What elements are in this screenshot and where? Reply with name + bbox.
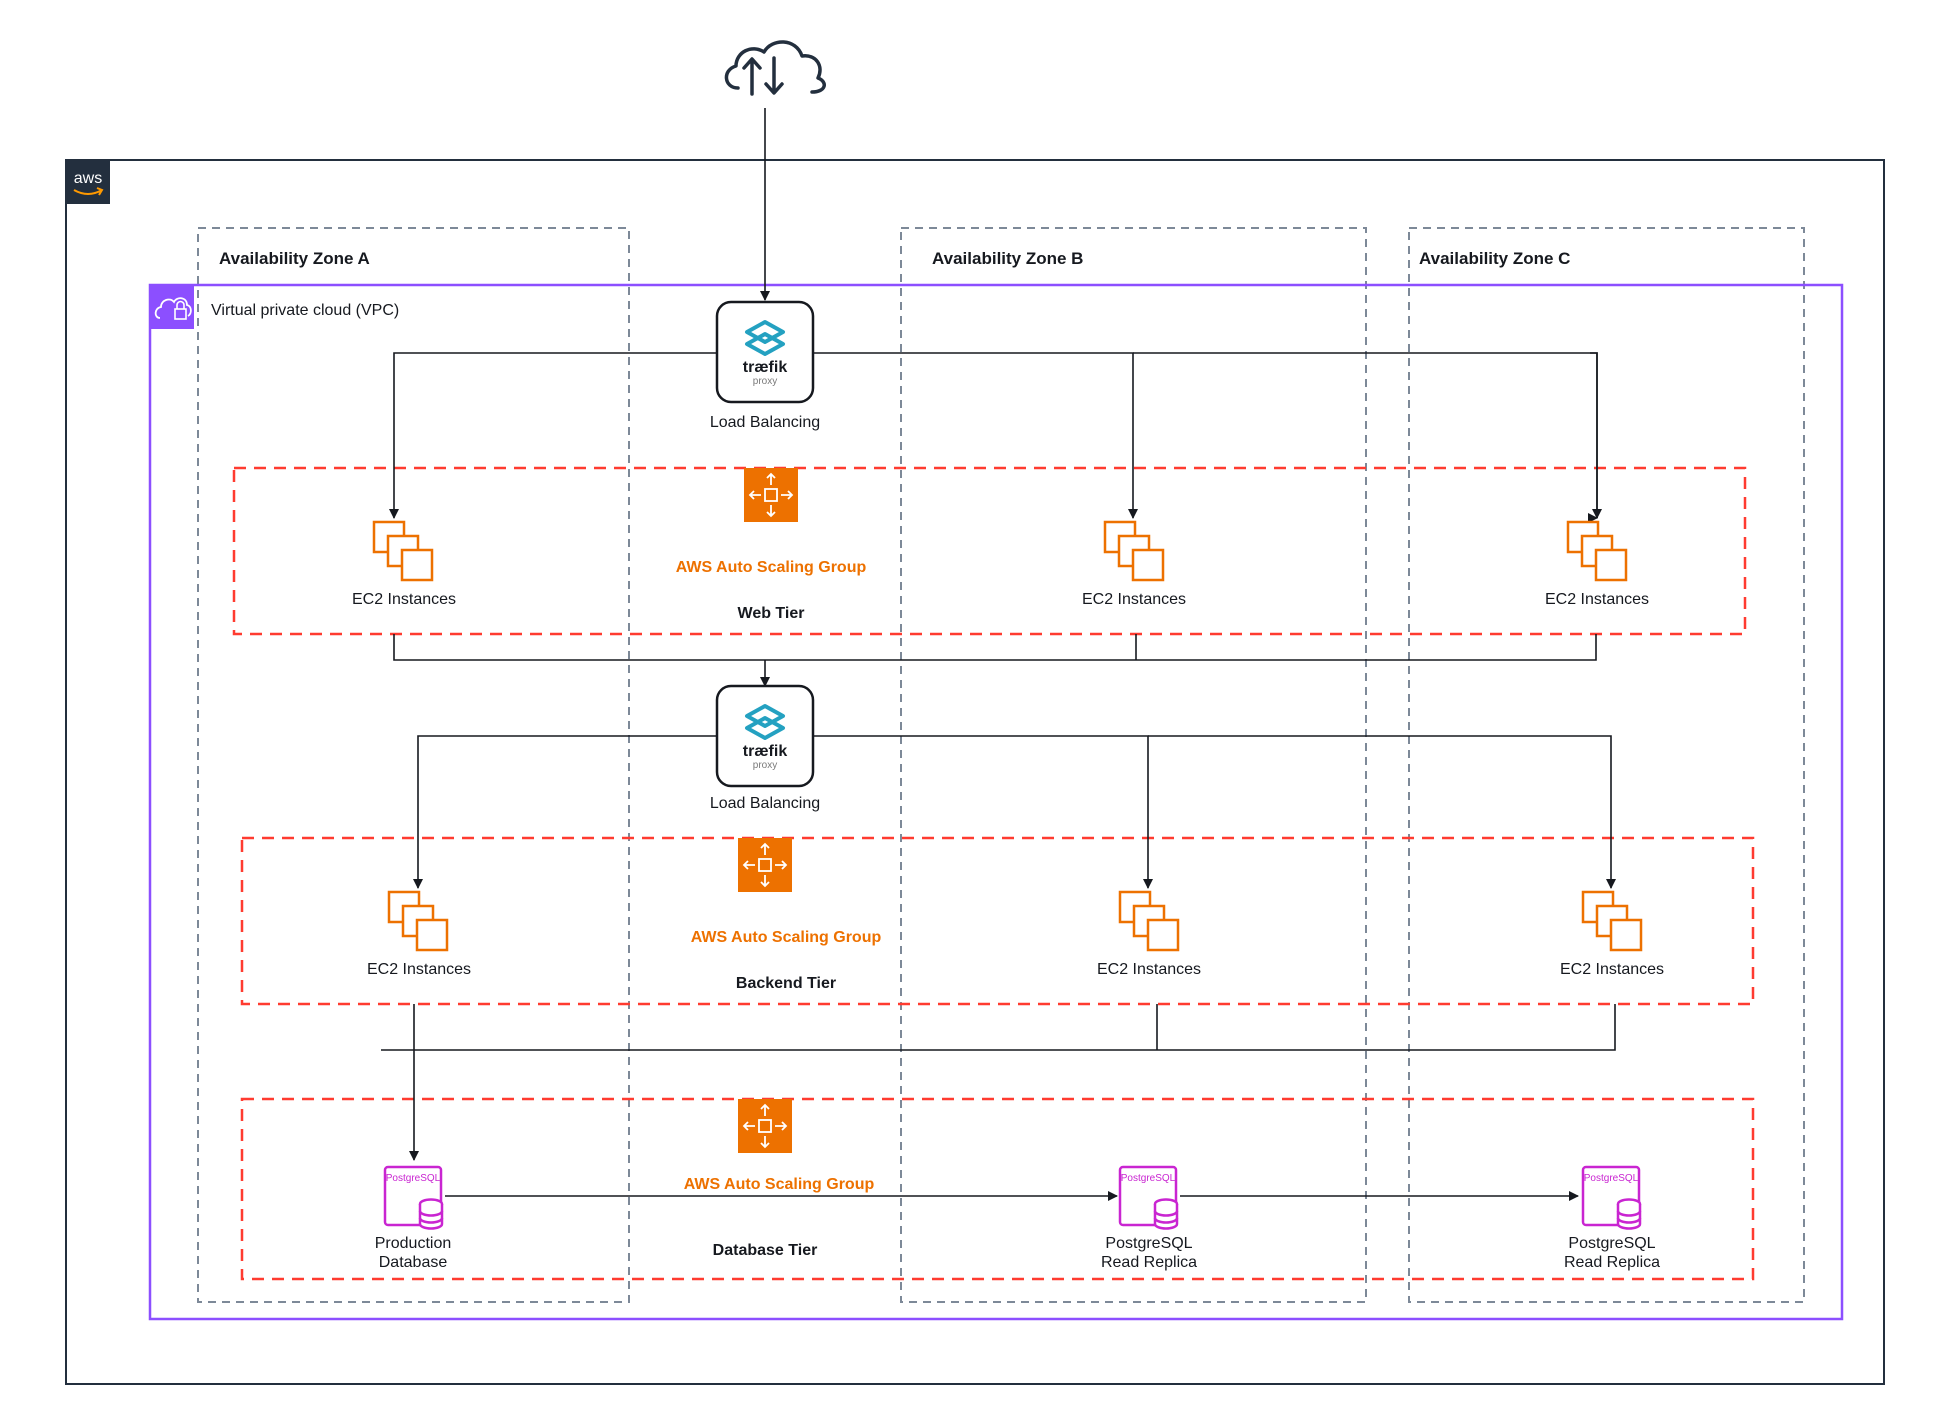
database-tier-label: Database Tier [713, 1242, 818, 1259]
availability-zone-c [1408, 227, 1805, 1303]
traefik-name: træfik [743, 743, 788, 760]
cloud-upload-download-icon [724, 40, 826, 96]
db-c-label-line2: Read Replica [1564, 1254, 1660, 1271]
postgresql-badge: PostgreSQL [1121, 1173, 1176, 1184]
vpc-title: Virtual private cloud (VPC) [211, 302, 399, 319]
postgresql-badge: PostgreSQL [386, 1173, 441, 1184]
connections [381, 108, 1616, 1201]
availability-zone-a [197, 227, 630, 1303]
web-ec2-b-label: EC2 Instances [1082, 591, 1186, 608]
db-a-label-line2: Database [379, 1254, 448, 1271]
load-balancer-1-label: Load Balancing [710, 414, 820, 431]
db-a-label-line1: Production [375, 1235, 452, 1252]
backend-tier-label: Backend Tier [736, 975, 836, 992]
auto-scaling-icon [737, 837, 793, 893]
read-replica-c: PostgreSQL [1581, 1165, 1642, 1230]
auto-scaling-icon [743, 467, 799, 523]
zone-c-title: Availability Zone C [1419, 249, 1570, 268]
zone-a-title: Availability Zone A [219, 249, 370, 268]
web-ec2-a-label: EC2 Instances [352, 591, 456, 608]
traefik-subtitle: proxy [753, 760, 777, 771]
aws-logo: aws [66, 160, 110, 204]
vpc-boundary [148, 283, 1844, 1321]
db-b-label-line2: Read Replica [1101, 1254, 1197, 1271]
traefik-logo [715, 684, 815, 788]
ec2-instances-icon [372, 520, 434, 582]
ec2-instances-icon [387, 890, 449, 952]
auto-scaling-icon [737, 1098, 793, 1154]
traefik-name: træfik [743, 359, 788, 376]
web-tier-asg-frame [232, 466, 1747, 636]
backend-ec2-c-label: EC2 Instances [1560, 961, 1664, 978]
ec2-instances-icon [1566, 520, 1628, 582]
backend-tier-asg-frame [240, 836, 1755, 1006]
traefik-subtitle: proxy [753, 376, 777, 387]
ec2-instances-icon [1103, 520, 1165, 582]
db-b-label-line1: PostgreSQL [1105, 1235, 1192, 1252]
backend-ec2-a-label: EC2 Instances [367, 961, 471, 978]
postgresql-badge: PostgreSQL [1584, 1173, 1639, 1184]
aws-logo-text: aws [74, 170, 102, 187]
ec2-instances-icon [1581, 890, 1643, 952]
load-balancer-1: træfik proxy [715, 300, 815, 404]
database-tier-asg-label: AWS Auto Scaling Group [684, 1176, 875, 1193]
database-tier-asg-frame [240, 1097, 1755, 1281]
web-tier-asg-label: AWS Auto Scaling Group [676, 559, 867, 576]
web-tier-label: Web Tier [738, 605, 805, 622]
web-ec2-c-label: EC2 Instances [1545, 591, 1649, 608]
vpc-cloud-lock-icon [150, 285, 194, 329]
ec2-instances-icon [1118, 890, 1180, 952]
backend-ec2-b-label: EC2 Instances [1097, 961, 1201, 978]
availability-zone-b [900, 227, 1367, 1303]
read-replica-b: PostgreSQL [1118, 1165, 1179, 1230]
backend-tier-asg-label: AWS Auto Scaling Group [691, 929, 882, 946]
aws-cloud-boundary [65, 159, 1885, 1385]
db-c-label-line1: PostgreSQL [1568, 1235, 1655, 1252]
load-balancer-2-label: Load Balancing [710, 795, 820, 812]
zone-b-title: Availability Zone B [932, 249, 1083, 268]
production-database: PostgreSQL [383, 1165, 444, 1230]
load-balancer-2: træfik proxy [715, 684, 815, 788]
traefik-logo [715, 300, 815, 404]
